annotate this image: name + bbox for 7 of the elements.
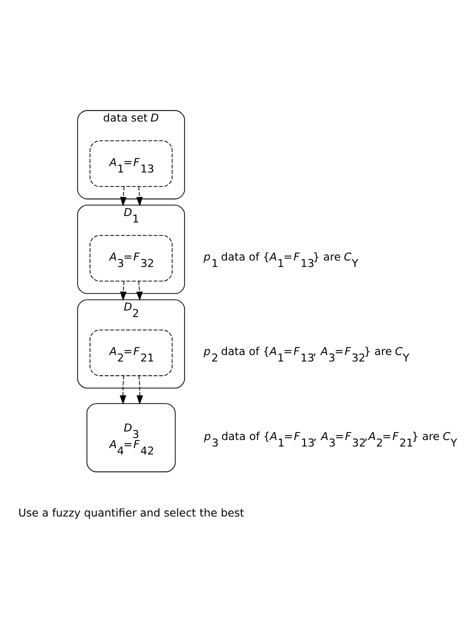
label: Use a fuzzy quantifier and select the best [18,506,244,520]
arrow [120,186,126,206]
arrow [136,280,142,301]
arrow [119,375,126,405]
arrow [120,280,126,301]
arrow [136,186,142,206]
arrow [136,375,143,405]
